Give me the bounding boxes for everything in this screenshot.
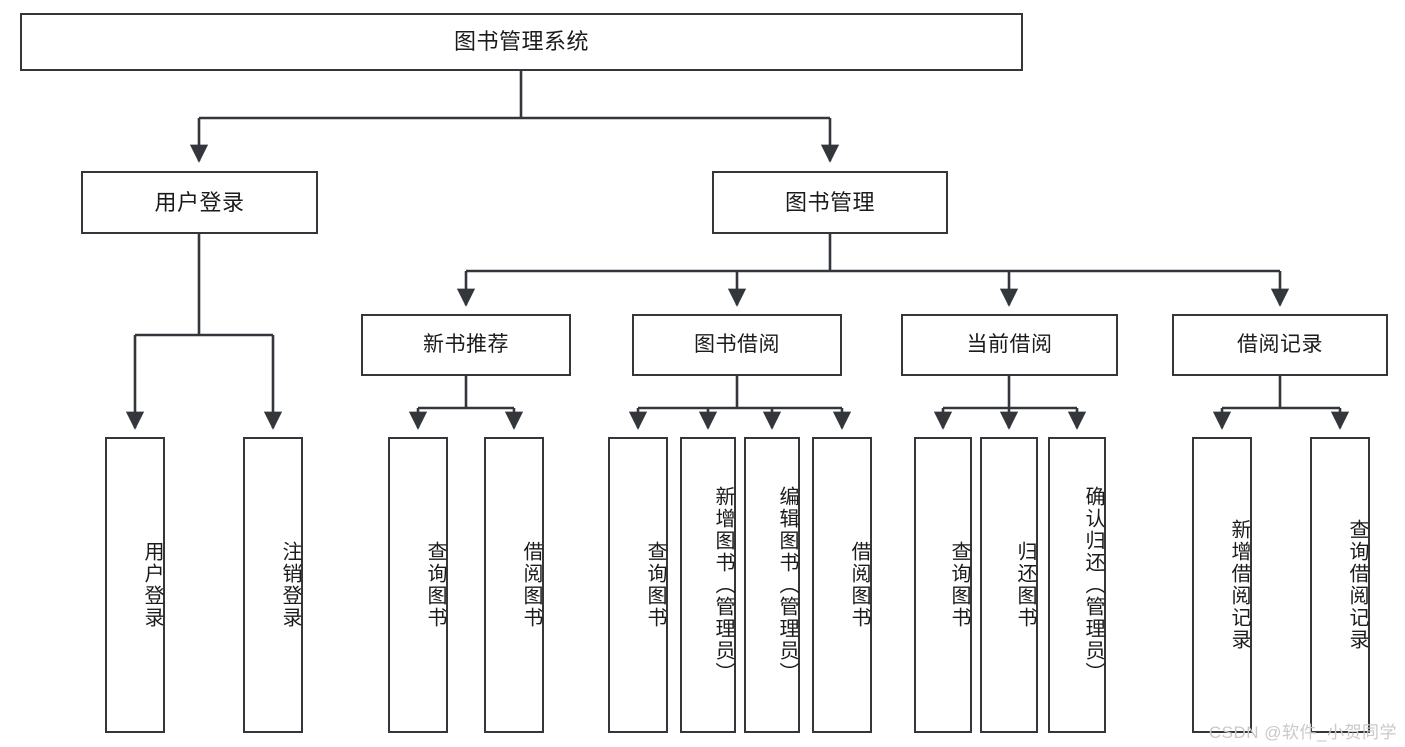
node-leaf-query-record[interactable]: 查询借阅记录 [1310,437,1370,733]
node-new-book-rec[interactable]: 新书推荐 [361,314,571,376]
node-borrow-record[interactable]: 借阅记录 [1172,314,1388,376]
node-leaf-query-book-3[interactable]: 查询图书 [914,437,972,733]
node-leaf-edit-book[interactable]: 编辑图书（管理员） [744,437,800,733]
node-leaf-user-login[interactable]: 用户登录 [105,437,165,733]
node-root[interactable]: 图书管理系统 [20,13,1023,71]
node-leaf-add-book[interactable]: 新增图书（管理员） [680,437,736,733]
node-book-manage[interactable]: 图书管理 [712,171,948,234]
node-user-login[interactable]: 用户登录 [81,171,318,234]
watermark: CSDN @软件_小贺同学 [1208,723,1397,742]
node-leaf-query-book-2[interactable]: 查询图书 [608,437,668,733]
node-leaf-confirm-return[interactable]: 确认归还（管理员） [1048,437,1106,733]
node-leaf-query-book-1[interactable]: 查询图书 [388,437,448,733]
node-book-borrow[interactable]: 图书借阅 [632,314,842,376]
node-leaf-user-logout[interactable]: 注销登录 [243,437,303,733]
node-leaf-add-record[interactable]: 新增借阅记录 [1192,437,1252,733]
node-leaf-borrow-book-1[interactable]: 借阅图书 [484,437,544,733]
node-leaf-borrow-book-2[interactable]: 借阅图书 [812,437,872,733]
node-leaf-return-book[interactable]: 归还图书 [980,437,1038,733]
node-current-borrow[interactable]: 当前借阅 [901,314,1118,376]
